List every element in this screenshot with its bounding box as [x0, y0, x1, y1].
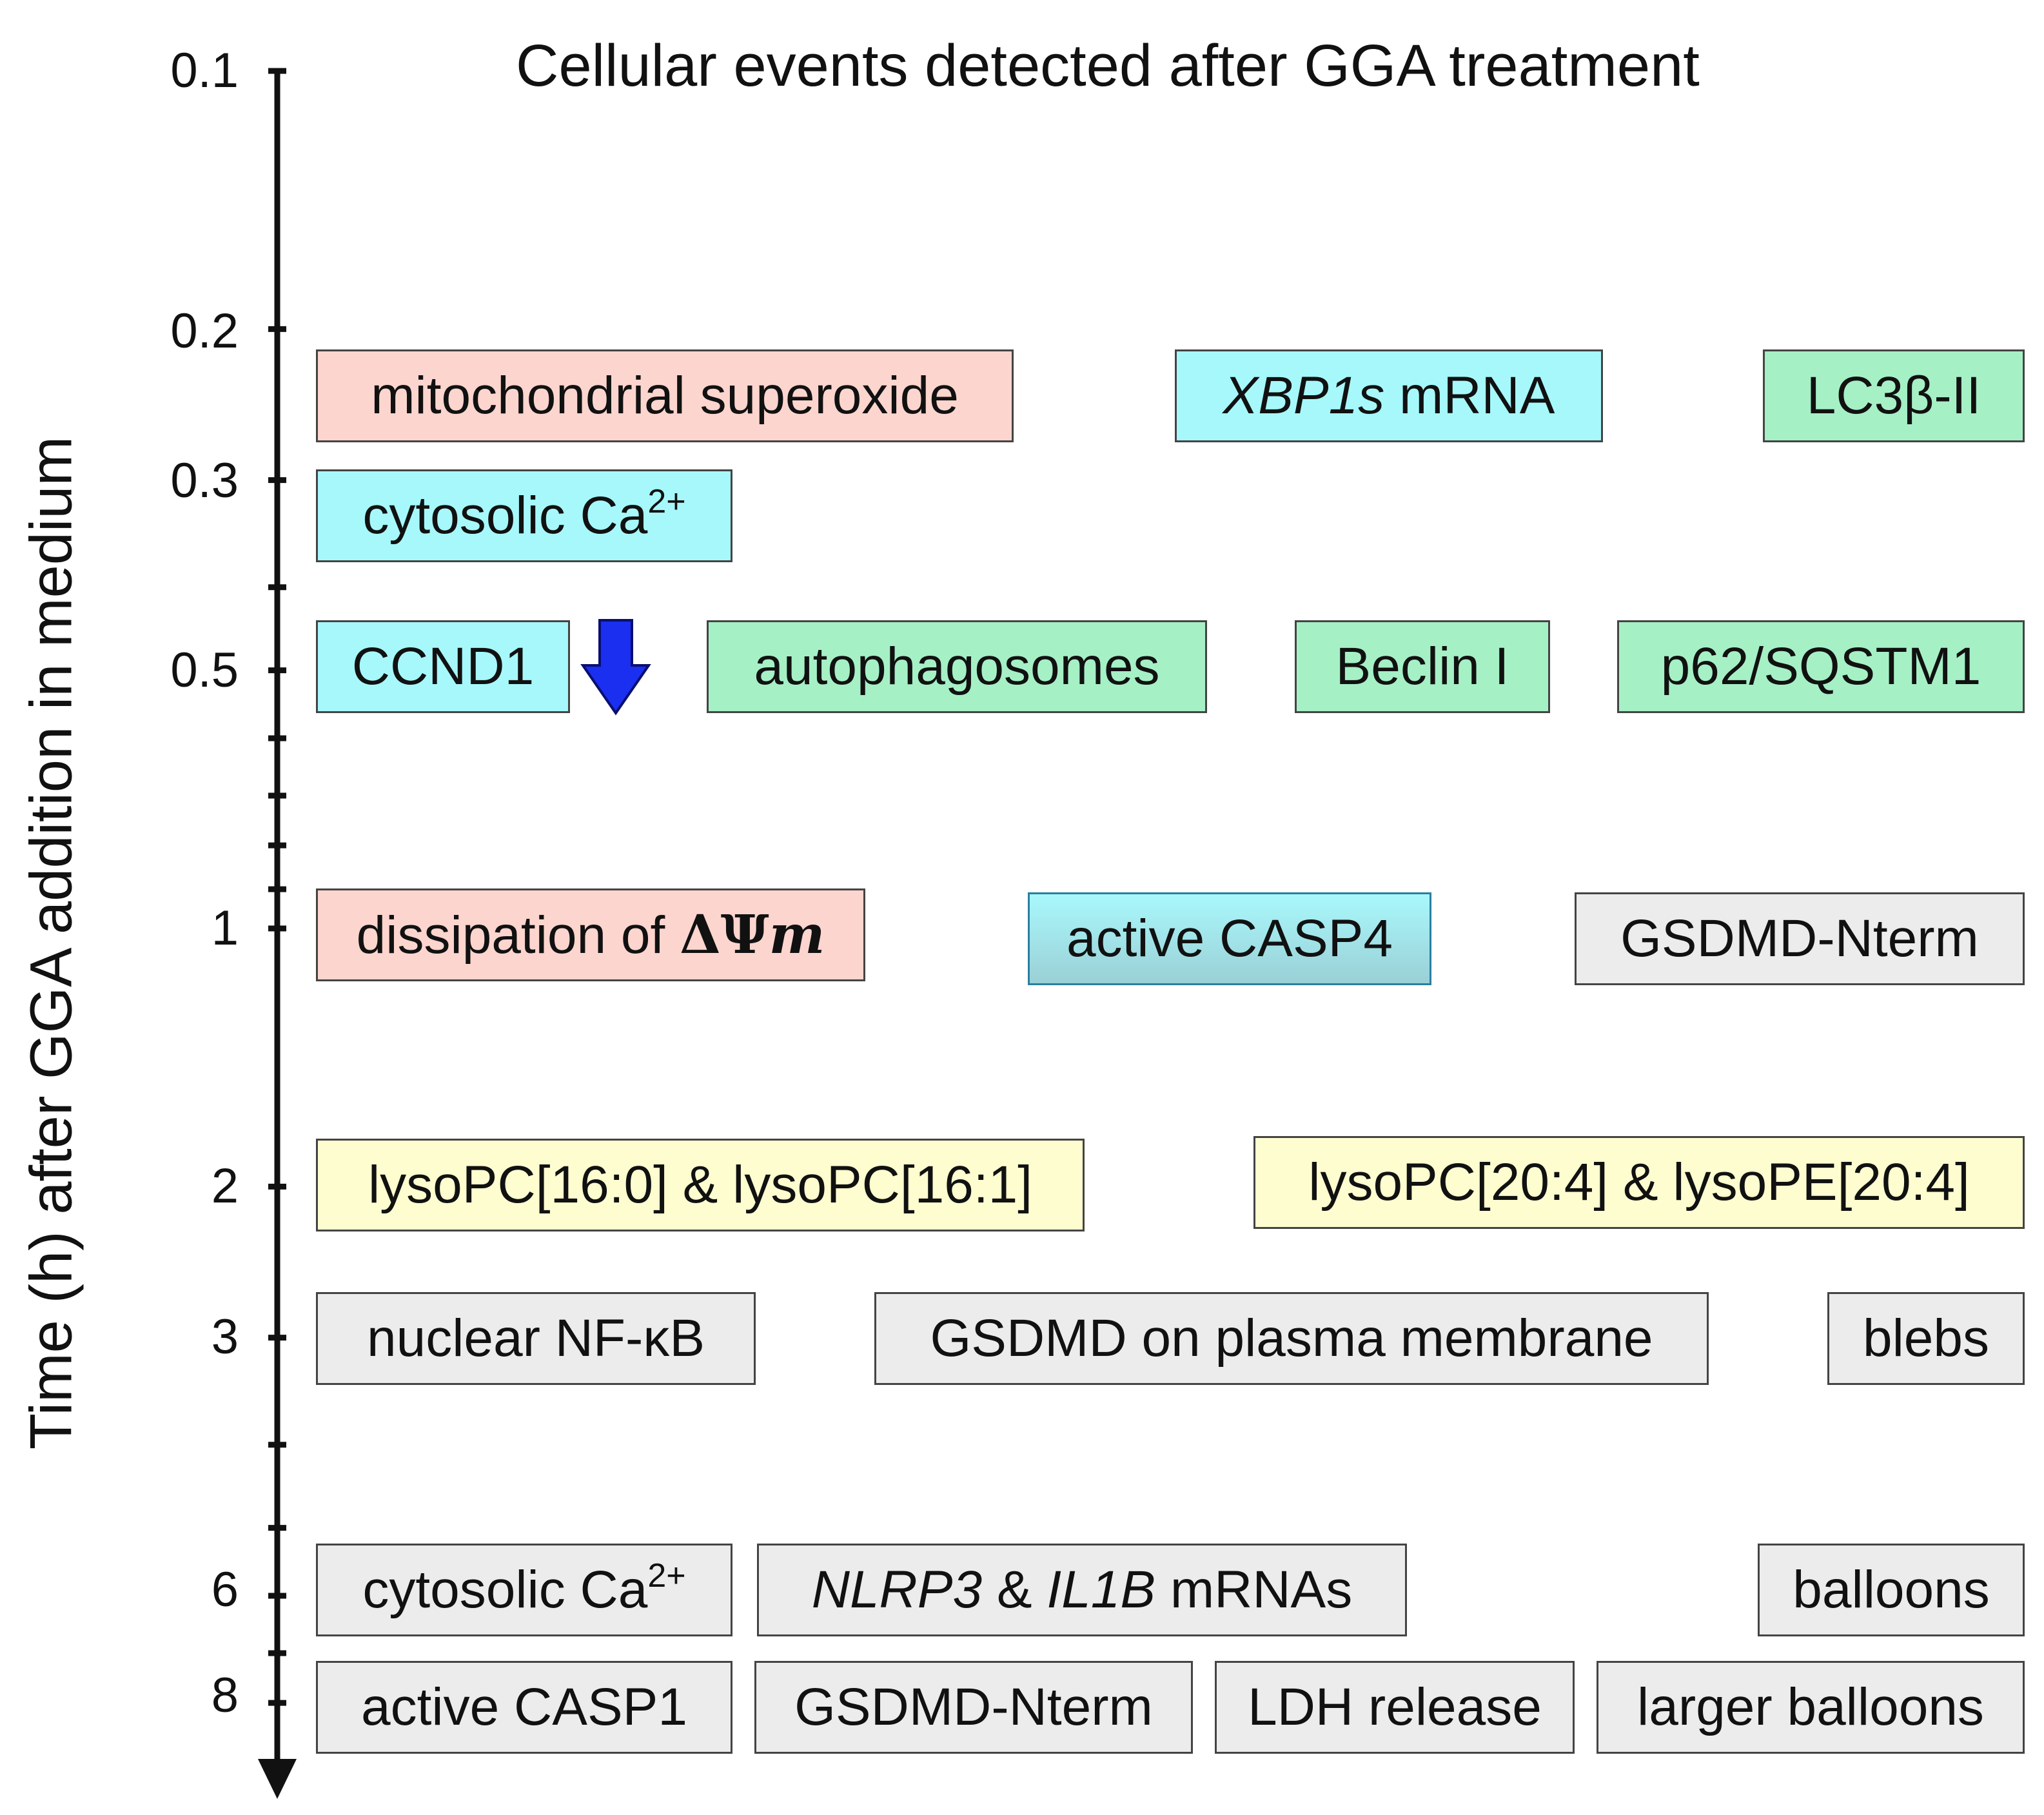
event-label: nuclear NF-κB [366, 1309, 705, 1368]
event-xbp1s-mrna: XBP1s mRNA [1175, 349, 1603, 442]
event-ldh-release: LDH release [1215, 1661, 1575, 1754]
event-label: mitochondrial superoxide [371, 366, 959, 425]
event-beclin-i: Beclin I [1295, 620, 1550, 713]
event-label: dissipation of [356, 906, 680, 965]
event-label: GSDMD on plasma membrane [930, 1309, 1653, 1368]
tick-label-6: 6 [211, 1562, 239, 1617]
event-label: blebs [1862, 1309, 1990, 1368]
event-label: GSDMD-Nterm [1620, 909, 1979, 968]
tick-label-0.1: 0.1 [170, 43, 239, 98]
event-cytosolic-ca-late: cytosolic Ca2+ [316, 1544, 732, 1636]
event-gsdmd-nterm-early: GSDMD-Nterm [1575, 892, 2025, 985]
event-label: balloons [1793, 1560, 1990, 1619]
event-balloons: balloons [1758, 1544, 2025, 1636]
event-label-italic: NLRP3 [811, 1560, 983, 1619]
tick-label-3: 3 [211, 1310, 239, 1364]
event-autophagosomes: autophagosomes [707, 620, 1207, 713]
event-lysopc-16: lysoPC[16:0] & lysoPC[16:1] [316, 1139, 1085, 1231]
event-label: Beclin I [1335, 637, 1509, 696]
event-lysopc-20: lysoPC[20:4] & lysoPE[20:4] [1253, 1136, 2025, 1229]
event-label: LC3β-II [1806, 366, 1981, 425]
event-blebs: blebs [1827, 1292, 2025, 1385]
event-larger-balloons: larger balloons [1597, 1661, 2025, 1754]
event-label: larger balloons [1637, 1678, 1984, 1736]
event-label: lysoPC[20:4] & lysoPE[20:4] [1308, 1153, 1970, 1212]
tick-label-8: 8 [211, 1668, 239, 1723]
event-label: active CASP1 [361, 1678, 687, 1736]
blue-down-arrow-icon [580, 619, 651, 716]
event-dissipation-of-membrane-potential: dissipation of ΔΨm [316, 888, 865, 981]
event-label: autophagosomes [754, 637, 1160, 696]
event-label-italic: XBP1s [1223, 366, 1385, 425]
axis-ticks [268, 68, 286, 1706]
event-label: GSDMD-Nterm [794, 1678, 1153, 1736]
event-label-symbol: ΔΨ [680, 904, 769, 966]
event-gsdmd-on-plasma-membrane: GSDMD on plasma membrane [874, 1292, 1709, 1385]
event-p62-sqstm1: p62/SQSTM1 [1617, 620, 2025, 713]
tick-label-2: 2 [211, 1159, 239, 1213]
event-label: cytosolic Ca [362, 1560, 648, 1619]
event-active-casp4: active CASP4 [1028, 892, 1431, 985]
event-label: LDH release [1248, 1678, 1542, 1736]
event-label-subscript-var: m [769, 904, 825, 966]
event-nuclear-nf-kb: nuclear NF-κB [316, 1292, 756, 1385]
event-label: & [982, 1560, 1047, 1619]
event-label: active CASP4 [1066, 909, 1393, 968]
event-nlrp3-il1b-mrnas: NLRP3 & IL1B mRNAs [757, 1544, 1407, 1636]
tick-label-0.3: 0.3 [170, 453, 239, 508]
event-label: mRNA [1384, 366, 1555, 425]
tick-label-0.2: 0.2 [170, 304, 239, 358]
event-gsdmd-nterm-late: GSDMD-Nterm [754, 1661, 1193, 1754]
event-label: cytosolic Ca [362, 486, 648, 545]
axis-arrowhead [258, 1759, 297, 1799]
event-label: lysoPC[16:0] & lysoPC[16:1] [368, 1155, 1033, 1214]
event-mitochondrial-superoxide: mitochondrial superoxide [316, 349, 1014, 442]
event-label-italic: IL1B [1047, 1560, 1156, 1619]
event-label-superscript: 2+ [647, 483, 686, 520]
event-label: p62/SQSTM1 [1660, 637, 1981, 696]
tick-label-0.5: 0.5 [170, 643, 239, 698]
event-ccnd1: CCND1 [316, 620, 570, 713]
event-label: mRNAs [1155, 1560, 1353, 1619]
tick-label-1: 1 [211, 901, 239, 956]
figure-title: Cellular events detected after GGA treat… [516, 33, 1700, 99]
event-label-superscript: 2+ [647, 1557, 686, 1594]
event-active-casp1: active CASP1 [316, 1661, 732, 1754]
event-cytosolic-ca-early: cytosolic Ca2+ [316, 469, 732, 562]
event-lc3b-ii: LC3β-II [1763, 349, 2025, 442]
event-label: CCND1 [351, 637, 535, 696]
